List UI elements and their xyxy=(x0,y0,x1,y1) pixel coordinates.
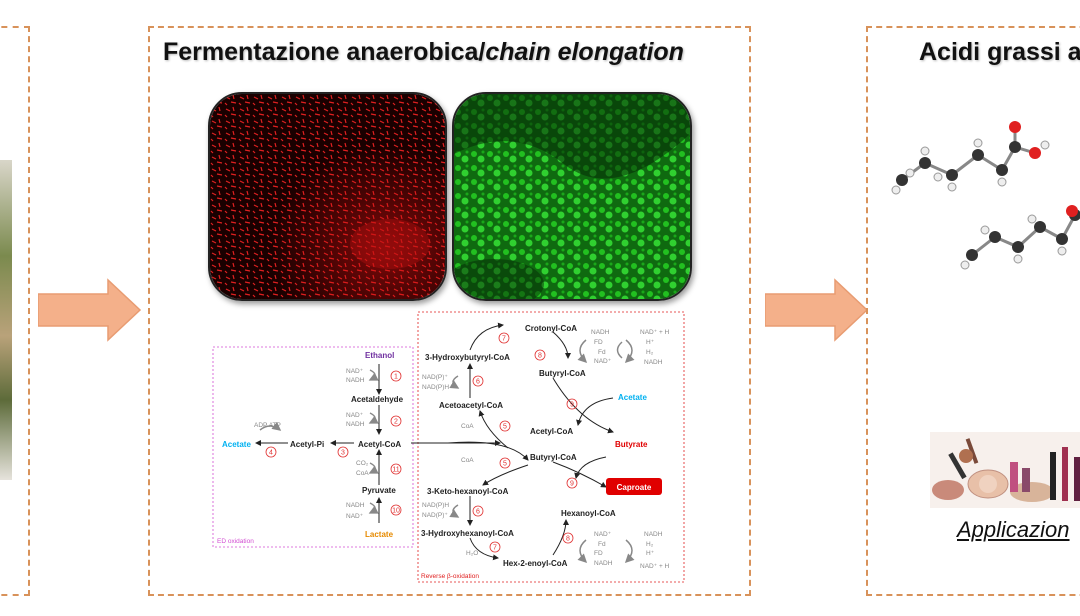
cofactor-text: NADH xyxy=(346,421,365,428)
acetate-left-label: Acetate xyxy=(222,440,251,449)
cofactor-text: H₂ xyxy=(646,349,654,356)
acetaldehyde-label: Acetaldehyde xyxy=(351,395,404,404)
cofactor-text: NAD(P)⁺ xyxy=(422,512,448,519)
middle-panel xyxy=(148,26,751,596)
microscopy-red xyxy=(208,92,447,301)
cofactor-text: CO₂ xyxy=(356,460,369,467)
metabolic-pathway-diagram: ED oxidation Reverse β-oxidation Ethanol… xyxy=(212,311,685,583)
flow-arrow-left xyxy=(38,278,142,342)
cofactor-text: NADH xyxy=(346,377,365,384)
microscopy-green xyxy=(452,92,692,301)
caproate-label: Caproate xyxy=(617,483,652,492)
crotonyl-coa-label: Crotonyl-CoA xyxy=(525,324,577,333)
step-number: 5 xyxy=(503,461,507,468)
cofactor-text: NAD⁺ xyxy=(346,368,364,375)
reverse-beta-oxidation-box xyxy=(417,311,685,583)
acetoacetyl-coa-label: Acetoacetyl-CoA xyxy=(439,401,503,410)
cofactor-text: NAD⁺ xyxy=(346,412,364,419)
acetate-right-label: Acetate xyxy=(618,393,647,402)
butyryl-coa-mid-label: Butyryl-CoA xyxy=(530,453,577,462)
step-number: 8 xyxy=(538,353,542,360)
step-number: 9 xyxy=(570,481,574,488)
cofactor-text: NAD(P)H xyxy=(422,384,449,391)
hydroxybutyryl-coa-label: 3-Hydroxybutyryl-CoA xyxy=(425,353,510,362)
cofactor-text: FD xyxy=(594,550,603,557)
cofactor-text: NAD⁺ xyxy=(346,513,364,520)
step-number: 1 xyxy=(394,374,398,381)
acetyl-pi-label: Acetyl-Pi xyxy=(290,440,324,449)
cofactor-text: NAD(P)⁺ xyxy=(422,374,448,381)
caproate-badge xyxy=(606,478,662,495)
keto-hexanoyl-coa-label: 3-Keto-hexanoyl-CoA xyxy=(427,487,509,496)
reverse-beta-oxidation-label: Reverse β-oxidation xyxy=(421,573,479,580)
cofactor-text: CoA xyxy=(461,457,474,464)
right-panel-title: Acidi grassi a xyxy=(919,38,1080,66)
cofactor-text: H⁺ xyxy=(646,550,655,557)
acetyl-coa-label: Acetyl-CoA xyxy=(358,440,401,449)
cofactor-text: NAD⁺ + H xyxy=(640,563,670,570)
cofactor-text: NAD⁺ xyxy=(594,358,612,365)
cosmetics-image xyxy=(930,432,1080,508)
cofactor-text: H⁺ xyxy=(646,339,655,346)
title-regular: Fermentazione anaerobica/ xyxy=(163,38,486,66)
cofactor-text: H₂ xyxy=(646,541,654,548)
butyrate-label: Butyrate xyxy=(615,440,648,449)
step-number: 10 xyxy=(392,508,400,515)
lactate-label: Lactate xyxy=(365,530,394,539)
cofactor-text: NADH xyxy=(644,531,663,538)
flow-arrow-right xyxy=(765,278,869,342)
step-number: 9 xyxy=(570,402,574,409)
step-number: 2 xyxy=(394,419,398,426)
cofactor-text: NADH xyxy=(594,560,613,567)
step-number: 6 xyxy=(476,379,480,386)
left-panel xyxy=(0,26,30,596)
cofactor-text: Fd xyxy=(598,349,606,356)
hexanoyl-coa-label: Hexanoyl-CoA xyxy=(561,509,616,518)
cofactor-text: NAD(P)H xyxy=(422,502,449,509)
step-number: 4 xyxy=(269,450,273,457)
applications-caption: Applicazion xyxy=(957,517,1070,542)
hex-enoyl-coa-label: Hex-2-enoyl-CoA xyxy=(503,559,568,568)
hydroxyhexanoyl-coa-label: 3-Hydroxyhexanoyl-CoA xyxy=(421,529,514,538)
cofactor-text: FD xyxy=(594,339,603,346)
step-number: 3 xyxy=(341,450,345,457)
title-italic: chain elongation xyxy=(485,38,684,66)
middle-panel-title: Fermentazione anaerobica/chain elongatio… xyxy=(163,38,684,67)
cofactor-text: H₂O xyxy=(466,550,478,557)
step-number: 7 xyxy=(493,545,497,552)
cofactor-text: CoA xyxy=(356,470,369,477)
ethanol-label: Ethanol xyxy=(365,351,394,360)
cofactor-text: NADH xyxy=(644,359,663,366)
step-circles-right: 7 6 8 5 9 5 9 6 7 8 xyxy=(472,332,578,553)
cofactor-text: ADP ATP xyxy=(254,422,281,429)
cofactor-text: NAD⁺ + H xyxy=(640,329,670,336)
pyruvate-label: Pyruvate xyxy=(362,486,396,495)
step-number: 6 xyxy=(476,509,480,516)
fatty-acid-molecules xyxy=(891,121,1080,270)
cofactor-text: NADH xyxy=(346,502,365,509)
step-circles: 1 2 11 10 4 3 xyxy=(265,370,402,516)
right-panel xyxy=(866,26,1080,596)
step-number: 5 xyxy=(503,424,507,431)
ed-oxidation-label: ED oxidation xyxy=(217,538,254,545)
cofactor-text: CoA xyxy=(461,423,474,430)
left-panel-image xyxy=(0,160,12,480)
step-number: 7 xyxy=(502,336,506,343)
step-number: 8 xyxy=(566,536,570,543)
ed-oxidation-box xyxy=(212,346,414,548)
cofactor-text: NADH xyxy=(591,329,610,336)
acetyl-coa-right-label: Acetyl-CoA xyxy=(530,427,573,436)
butyryl-coa-top-label: Butyryl-CoA xyxy=(539,369,586,378)
step-number: 11 xyxy=(392,467,399,474)
cofactor-text: NAD⁺ xyxy=(594,531,612,538)
cofactor-text: Fd xyxy=(598,541,606,548)
